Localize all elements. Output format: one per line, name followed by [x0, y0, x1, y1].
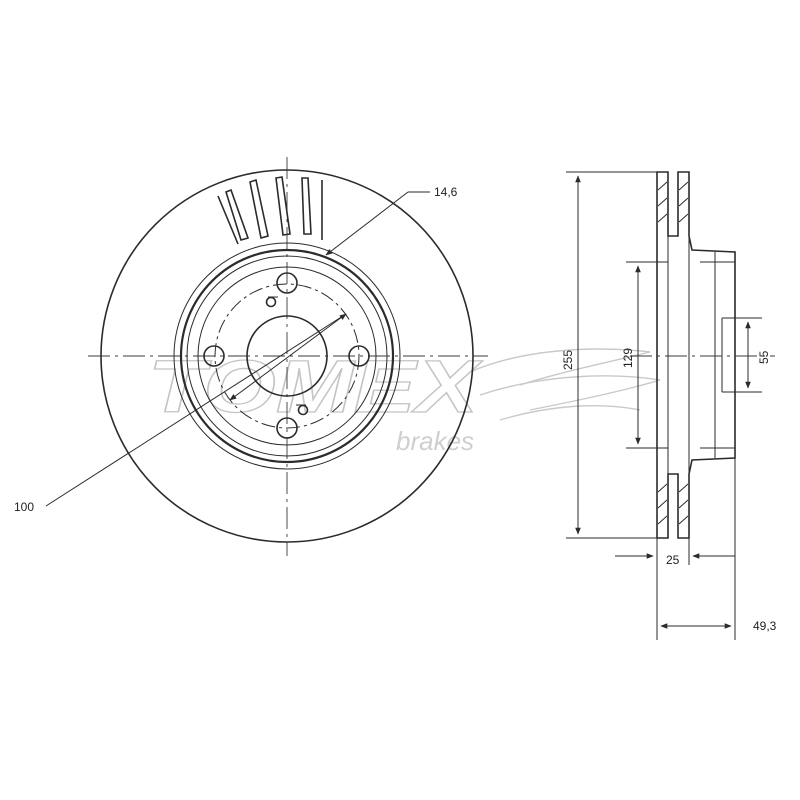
vane-2	[249, 178, 269, 240]
friction-ring-inner	[173, 242, 401, 470]
bolt-hole-top	[276, 272, 298, 294]
watermark: TOMEX brakes	[147, 344, 661, 456]
hub-step	[197, 266, 377, 446]
hat-outer-edge	[179, 248, 395, 464]
disc-front-view: 14,6 100	[14, 157, 488, 556]
cooling-vanes	[217, 176, 323, 245]
watermark-swoosh-1	[469, 348, 651, 386]
disc-outer-edge	[100, 169, 474, 543]
pitch-circle-leader	[45, 313, 347, 507]
section-outline	[656, 171, 736, 539]
hub-height-dimension: 129	[621, 348, 635, 368]
thickness-dimension: 25	[666, 553, 680, 567]
locating-hole-1	[265, 296, 277, 308]
pitch-circle	[214, 283, 360, 429]
bolt-hole-right	[348, 345, 370, 367]
vane-3	[275, 176, 291, 236]
watermark-swoosh-2	[479, 375, 661, 411]
watermark-swoosh-3	[499, 405, 641, 421]
disc-side-view: 255 129 55 25 49,3	[561, 171, 777, 640]
centre-bore-dimension: 55	[757, 350, 771, 364]
hat-inner-edge	[186, 255, 388, 457]
bolt-hole-leader	[325, 191, 409, 256]
vane-4	[301, 177, 312, 235]
section-hatching	[657, 181, 689, 525]
watermark-sub: brakes	[396, 426, 474, 456]
pitch-circle-dimension: 100	[14, 500, 34, 514]
vane-1	[225, 188, 250, 241]
bolt-hole-dimension: 14,6	[434, 185, 458, 199]
pitch-circle-dimension-line	[229, 313, 347, 401]
total-height-dimension: 49,3	[753, 619, 777, 633]
outer-diameter-dimension: 255	[561, 350, 575, 370]
vane-edge-left	[217, 195, 239, 245]
bolt-hole-left	[203, 345, 225, 367]
bolt-hole-bottom	[276, 417, 298, 439]
